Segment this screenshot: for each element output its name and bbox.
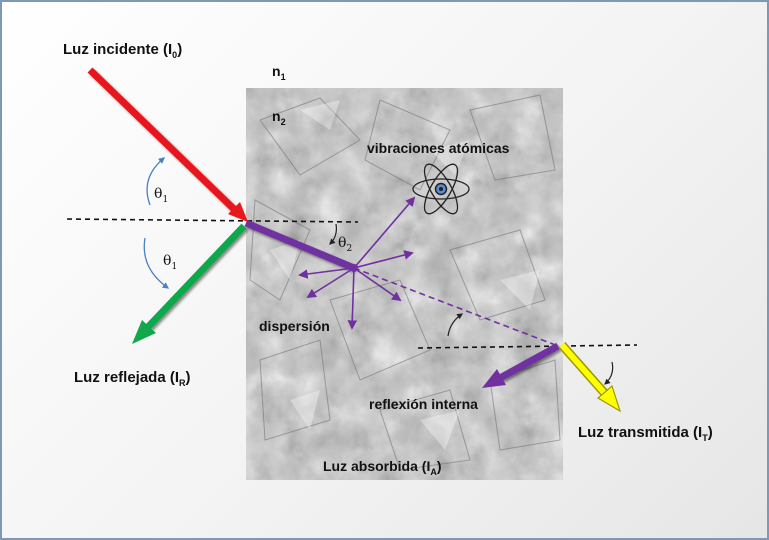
reflected-ray-head [132,320,156,344]
internal-reflection-ray [498,342,560,382]
svg-text:Luz reflejada (IR): Luz reflejada (IR) [74,369,191,388]
refracted-ray-continuation [353,267,559,347]
label-scattering: dispersión [259,318,330,334]
label-theta2: θ [338,235,346,251]
scattering-center [350,264,358,272]
normal-line-left [66,218,359,223]
svg-text:θ2: θ2 [338,235,352,254]
transmitted-ray-fill [559,343,610,398]
label-reflected-sub: R [179,378,186,388]
curved-arrow-icon [447,313,463,337]
incident-ray-head [228,202,248,222]
material-sample [246,88,563,480]
label-theta1-upper: θ [154,186,162,202]
label-transmitted-close: ) [708,424,713,441]
label-incident-close: ) [177,41,182,58]
svg-text:n2: n2 [272,108,286,127]
label-incident-light: Luz incidente (I [63,41,172,58]
svg-text:θ1: θ1 [163,253,177,272]
svg-text:Luz incidente (I0): Luz incidente (I0) [63,41,182,60]
label-transmitted-light: Luz transmitida (I [578,424,702,441]
curved-arrow-icon [604,361,614,385]
curved-arrow-icon [146,157,165,206]
internal-reflection-ray-head [482,369,506,388]
label-incident-sub: 0 [172,50,177,60]
label-n1: n [272,63,281,79]
label-theta1-lower-sub: 1 [171,262,177,272]
svg-text:Luz transmitida (IT): Luz transmitida (IT) [578,424,713,443]
transmitted-ray-head [596,384,622,413]
curved-arrow-icon [143,237,170,289]
reflected-ray [145,223,247,330]
scattering-arrows [298,196,416,330]
label-internal-reflection: reflexión interna [369,396,478,412]
svg-text:n1: n1 [272,63,286,82]
label-n2: n [272,108,281,124]
curved-arrow-icon [329,223,337,245]
label-n1-sub: 1 [281,72,286,82]
svg-text:Luz absorbida (IA): Luz absorbida (IA) [323,458,442,477]
normal-line-right [417,344,638,349]
label-absorbed-close: ) [437,458,442,474]
label-theta1-lower: θ [163,253,171,269]
refracted-ray [244,219,356,272]
label-absorbed-sub: A [430,467,437,477]
label-reflected-light: Luz reflejada (I [74,369,179,386]
label-n2-sub: 2 [281,117,286,127]
label-reflected-close: ) [186,369,191,386]
label-transmitted-sub: T [702,433,708,443]
label-theta2-sub: 2 [346,244,352,254]
label-absorbed-light: Luz absorbida (I [323,458,430,474]
atom-icon [412,163,470,215]
label-theta1-upper-sub: 1 [162,195,168,205]
incident-ray [87,67,241,216]
svg-text:θ1: θ1 [154,186,168,205]
label-atomic-vibrations: vibraciones atómicas [367,140,510,156]
